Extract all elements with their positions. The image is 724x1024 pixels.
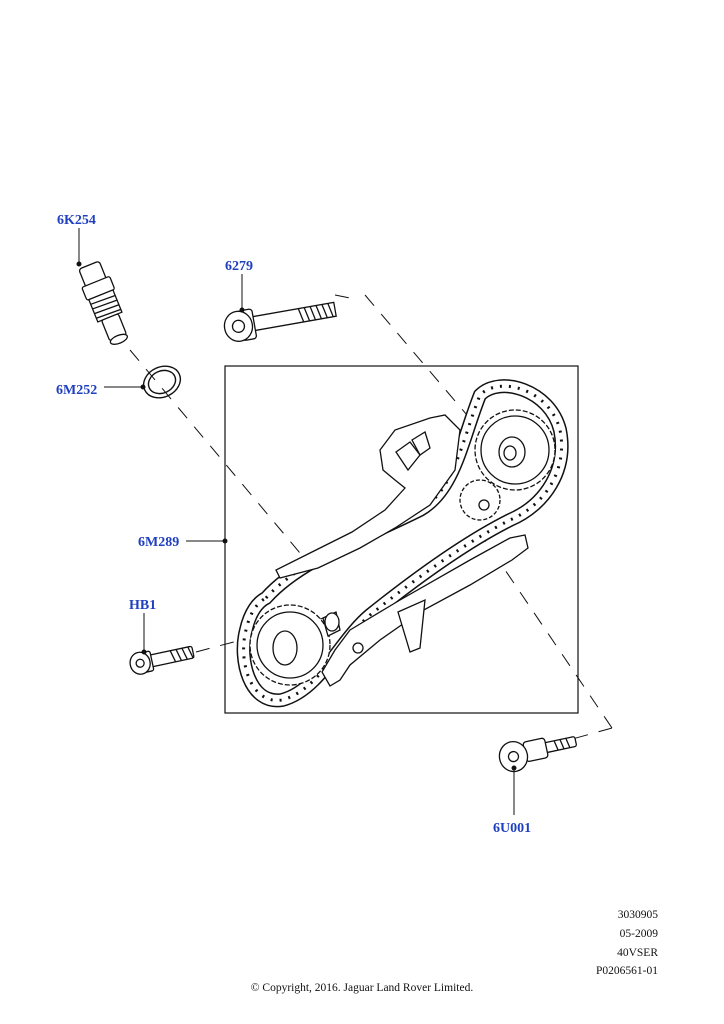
upper-sprocket [474,409,556,491]
label-6m252: 6M252 [56,383,97,398]
ref-code-1: 3030905 [617,909,658,921]
ref-code-4: P0206561-01 [596,965,658,977]
idler-sprocket [459,479,501,521]
crank-sensor-part [78,261,128,345]
pivot-bolt-part [498,736,577,773]
chain-kit-box [224,365,579,714]
label-6u001: 6U001 [493,821,531,836]
label-6m289: 6M289 [138,535,179,550]
ref-code-2: 05-2009 [619,928,658,940]
label-6279: 6279 [225,259,253,274]
top-bolt-part [223,301,337,342]
leader-lines [76,228,517,815]
ref-code-3: 40VSER [617,947,658,959]
hb1-bolt-part [129,645,195,675]
upper-chain-guide [275,414,461,579]
tensioner-arm [321,534,529,687]
label-hb1: HB1 [129,598,156,613]
seal-ring-part [142,365,182,399]
lower-sprocket [249,604,341,686]
label-6k254: 6K254 [57,213,96,228]
copyright-notice: © Copyright, 2016. Jaguar Land Rover Lim… [250,982,474,994]
